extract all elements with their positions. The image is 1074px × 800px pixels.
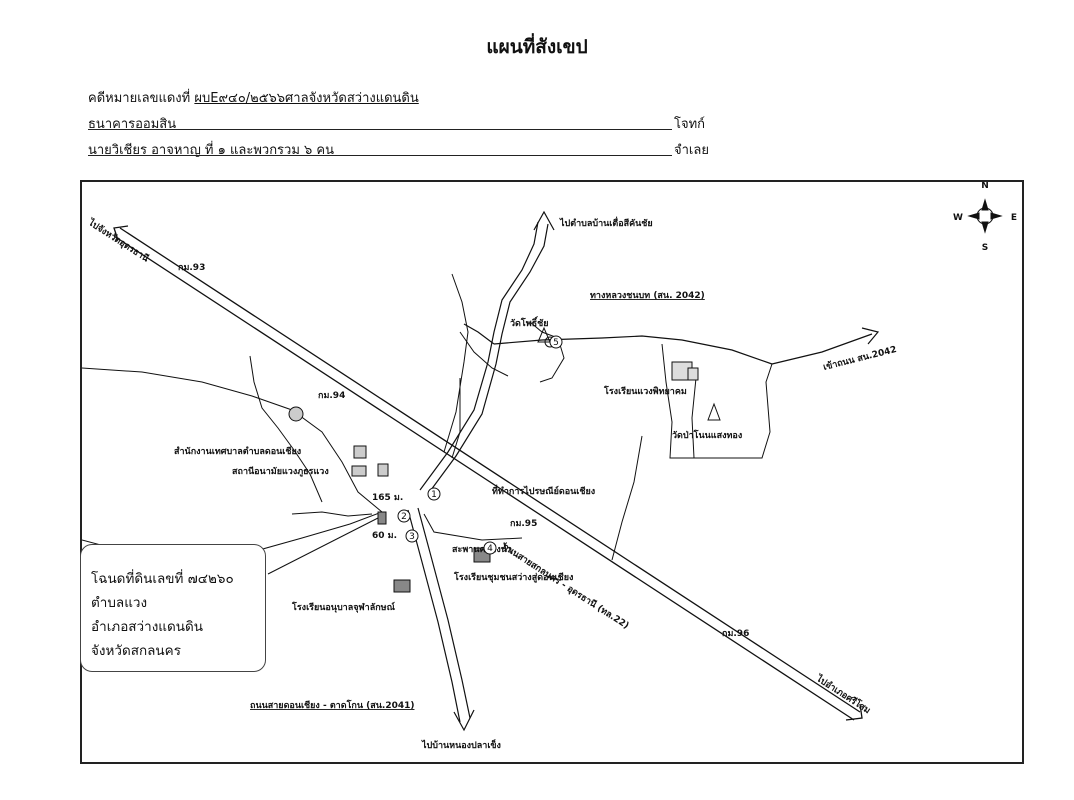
label-rural-road: ทางหลวงชนบท (สน. 2042) bbox=[590, 291, 705, 301]
target-buildings-icon bbox=[377, 511, 491, 593]
case-line: คดีหมายเลขแดงที่ ผบE๙๔๐/๒๕๖๖ศาลจังหวัดสว… bbox=[88, 87, 419, 108]
label-dist-165: 165 ม. bbox=[372, 493, 403, 503]
label-km96: กม.96 bbox=[722, 629, 749, 639]
road-to-ban-tue bbox=[419, 210, 555, 495]
label-tambon-office: สำนักงานเทศบาลตำบลดอนเชียง bbox=[174, 446, 301, 457]
road-2041 bbox=[407, 507, 475, 732]
case-number: ผบE๙๔๐/๒๕๖๖ bbox=[194, 91, 286, 106]
defendant-rule bbox=[88, 155, 672, 156]
deed-pointer bbox=[267, 517, 379, 575]
label-to-udon: ไปจังหวัดอุดรธานี bbox=[86, 216, 152, 265]
road-2042 bbox=[463, 323, 880, 365]
compass-n: N bbox=[981, 182, 989, 191]
wat-pa-icon bbox=[707, 402, 721, 421]
label-post-office: ที่ทำการไปรษณีย์ดอนเชียง bbox=[492, 484, 595, 497]
label-road-2041: ถนนสายดอนเชียง - ตาดโกน (สน.2041) bbox=[250, 699, 414, 711]
marker-2: 2 bbox=[397, 509, 411, 523]
deed-info-box: โฉนดที่ดินเลขที่ ๗๔๒๖๐ ตำบลแวง อำเภอสว่า… bbox=[80, 544, 266, 672]
school-icon bbox=[671, 361, 699, 381]
label-highway-name: ถนนสายสกลนคร - อุดรธานี (ทล.22) bbox=[500, 541, 631, 631]
label-dist-60: 60 ม. bbox=[372, 531, 397, 541]
plaintiff-rule bbox=[88, 129, 672, 130]
deed-number: โฉนดที่ดินเลขที่ ๗๔๒๖๐ bbox=[91, 571, 234, 587]
deed-amphoe: อำเภอสว่างแดนดิน bbox=[91, 619, 203, 635]
health-station-icon bbox=[351, 463, 389, 477]
label-to-amphoe: ไปอำเภอศรีโสม bbox=[814, 672, 873, 716]
deed-province: จังหวัดสกลนคร bbox=[91, 643, 181, 659]
defendant-role: จำเลย bbox=[674, 143, 709, 158]
plaintiff-role: โจทก์ bbox=[674, 117, 706, 132]
defendant-name: นายวิเชียร อาจหาญ ที่ ๑ และพวกรวม ๖ คน bbox=[88, 143, 335, 158]
label-school-kindergarten: โรงเรียนอนุบาลจุฬาลักษณ์ bbox=[291, 601, 396, 613]
compass-icon bbox=[967, 198, 1003, 234]
compass-s: S bbox=[982, 243, 988, 253]
label-to-ban-tue: ไปตำบลบ้านเตื่อสีคันชัย bbox=[559, 216, 653, 229]
marker-3-number: 3 bbox=[409, 532, 415, 542]
label-km95: กม.95 bbox=[510, 519, 537, 529]
plaintiff-name: ธนาคารออมสิน bbox=[88, 117, 177, 132]
deed-tambon: ตำบลแวง bbox=[91, 595, 148, 611]
label-to-ban-nong: ไปบ้านหนองปลาเข็ง bbox=[421, 738, 501, 751]
label-health-station: สถานีอนามัยแวงภูธรแวง bbox=[232, 466, 329, 477]
minor-roads bbox=[82, 273, 773, 565]
compass-e: E bbox=[1011, 213, 1017, 223]
case-label: คดีหมายเลขแดงที่ bbox=[88, 91, 191, 106]
map-canvas: N S W E ไปจังหวัดอุดรธานี ไปตำบลบ้านเตื่… bbox=[82, 182, 1017, 751]
label-km93: กม.93 bbox=[178, 263, 205, 273]
marker-1-number: 1 bbox=[431, 490, 437, 500]
map-frame: N S W E ไปจังหวัดอุดรธานี ไปตำบลบ้านเตื่… bbox=[80, 180, 1024, 764]
marker-1: 1 bbox=[427, 487, 441, 501]
page-title: แผนที่สังเขป bbox=[486, 36, 588, 58]
label-culvert: สะพานคลองน้ำ bbox=[452, 542, 512, 555]
highway-22 bbox=[113, 225, 863, 721]
court-name: ศาลจังหวัดสว่างแดนดิน bbox=[285, 91, 419, 106]
marker-4-number: 4 bbox=[487, 544, 493, 554]
label-wat-pa: วัดป่าโนนแสงทอง bbox=[672, 429, 742, 441]
label-wat-pho: วัดโพธิ์ชัย bbox=[510, 316, 549, 329]
marker-2-number: 2 bbox=[401, 512, 407, 522]
label-km94: กม.94 bbox=[318, 391, 345, 401]
marker-5-number: 5 bbox=[553, 338, 559, 348]
marker-5: 5 bbox=[549, 335, 563, 349]
label-school-wittayakhom: โรงเรียนแวงพิทยาคม bbox=[603, 385, 687, 397]
marker-4: 4 bbox=[483, 541, 497, 555]
label-school-community: โรงเรียนชุมชนสว่างสู่ดอนเชียง bbox=[453, 571, 573, 583]
tambon-office-icon bbox=[288, 406, 367, 459]
compass-w: W bbox=[953, 213, 963, 223]
marker-3: 3 bbox=[405, 529, 419, 543]
